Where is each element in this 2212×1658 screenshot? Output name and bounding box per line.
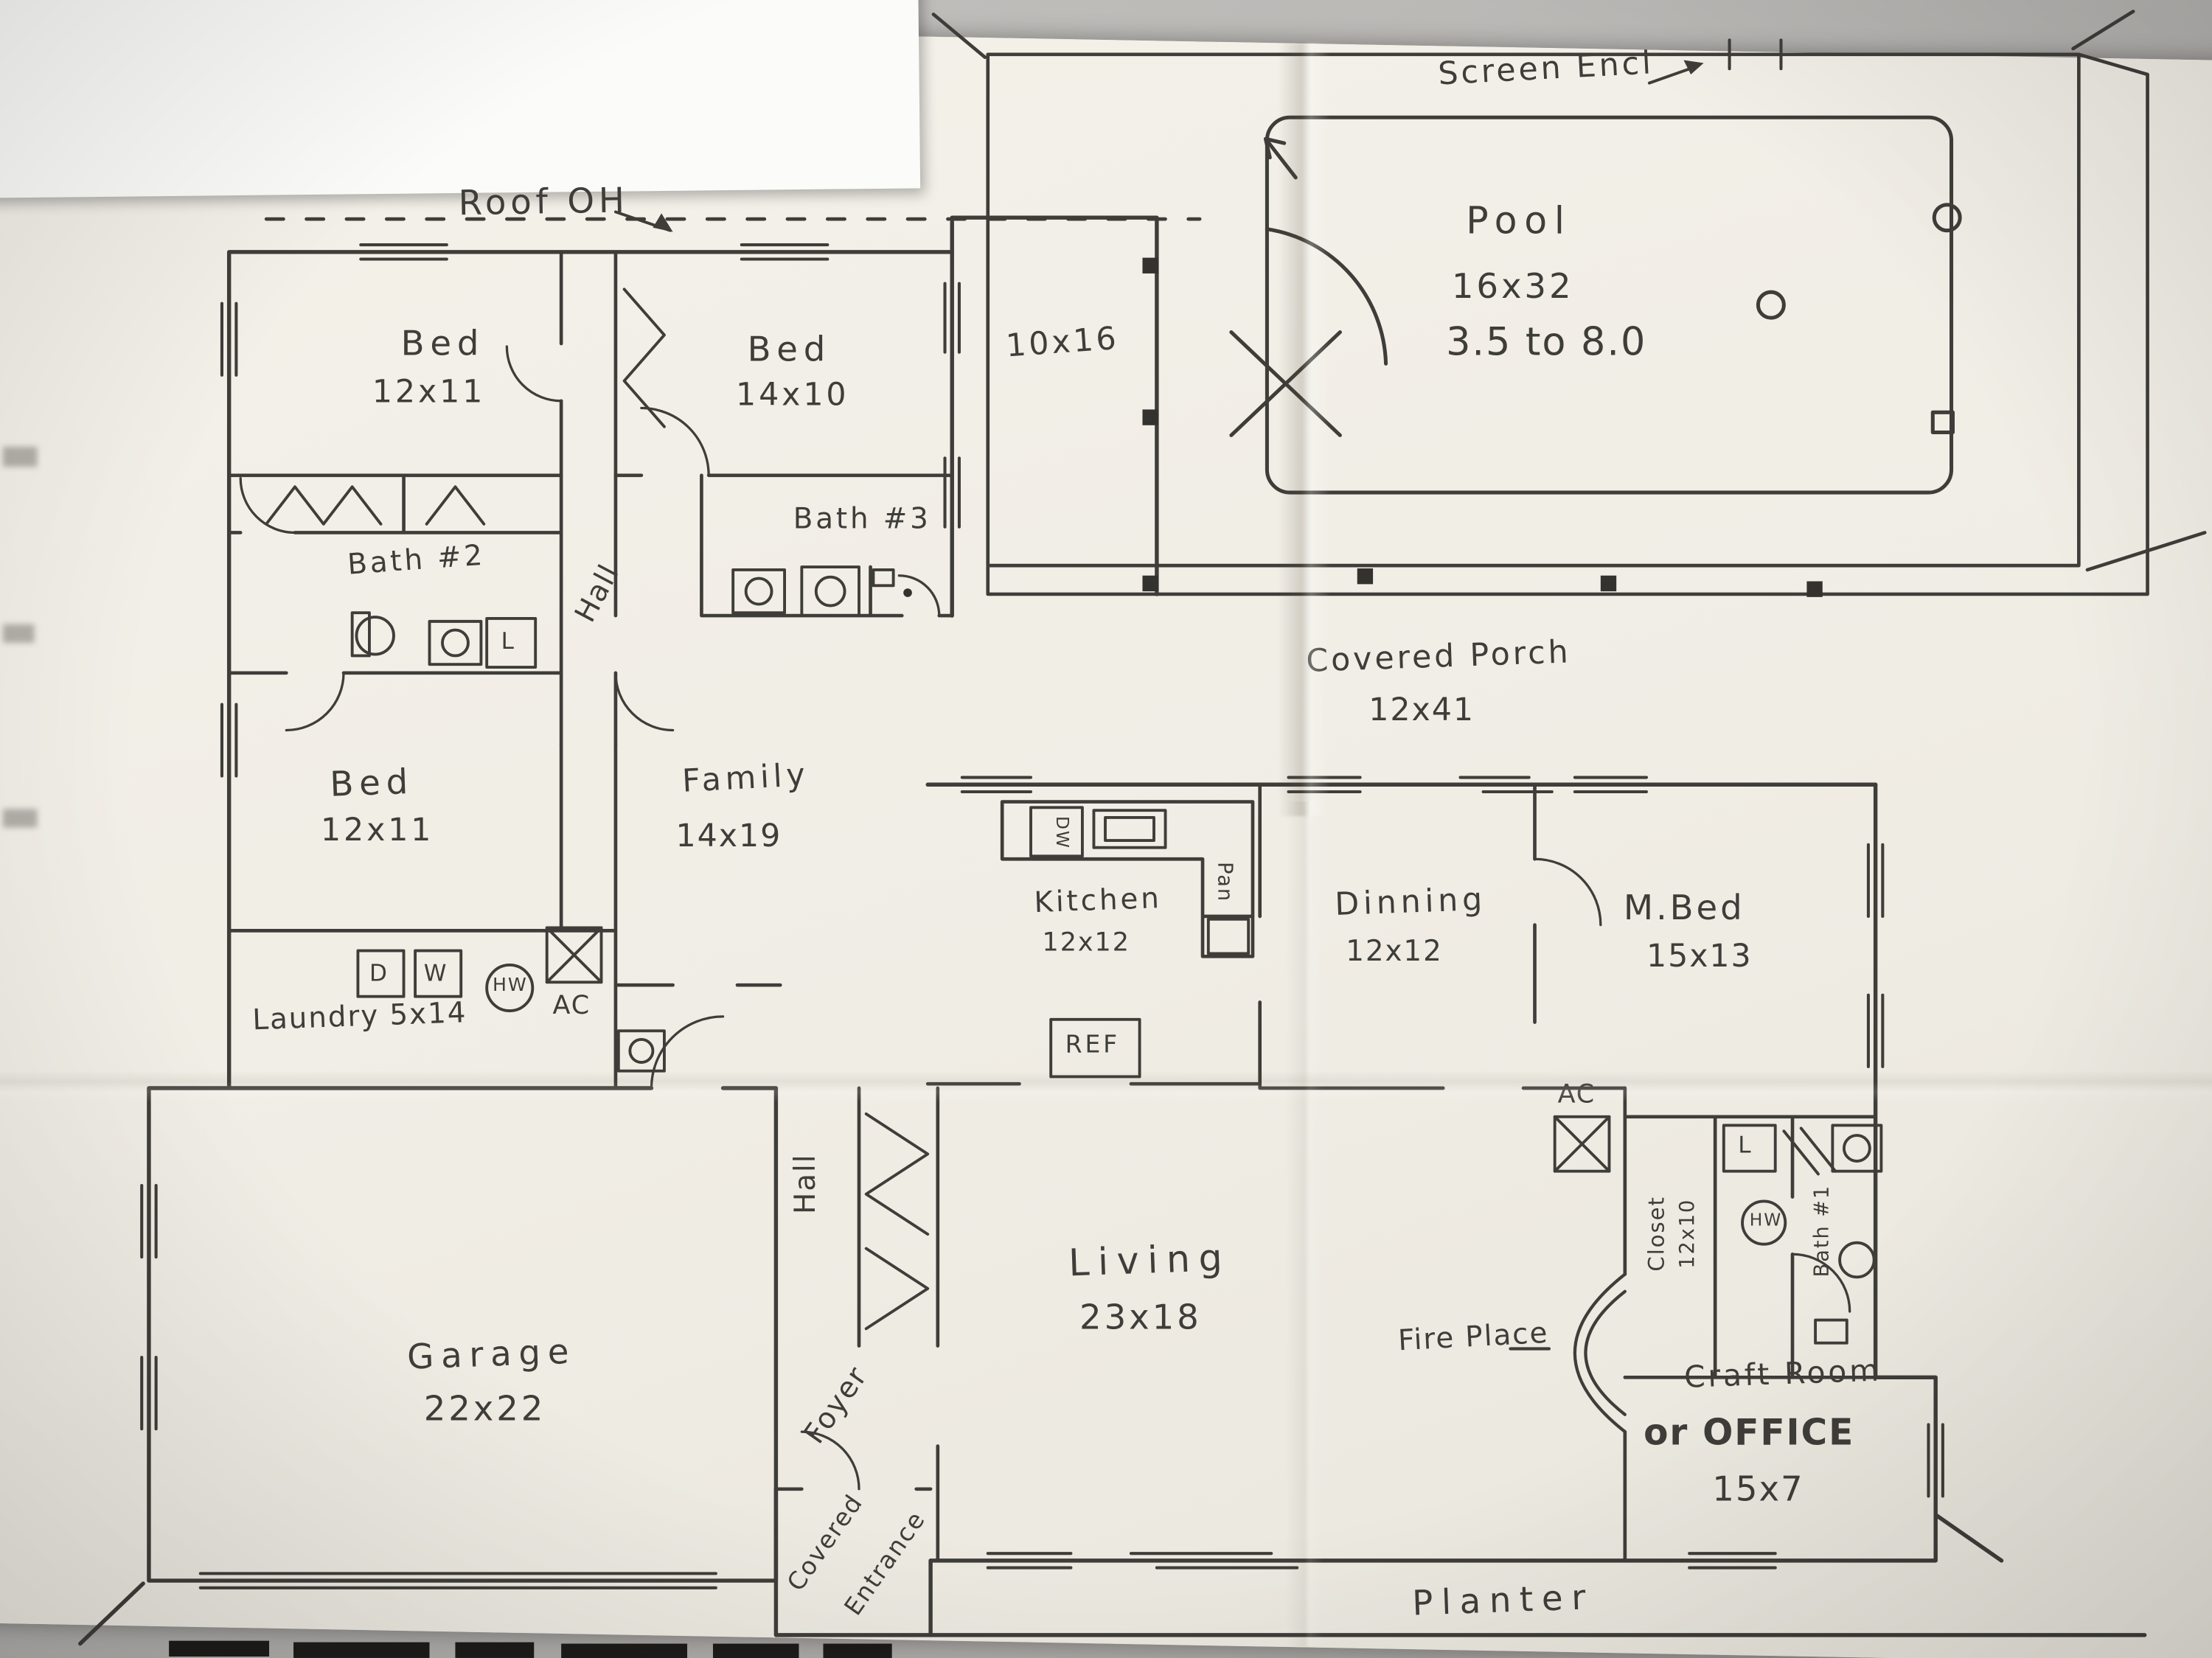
label-bath1: Bath #1 xyxy=(1811,1184,1834,1278)
label-pool-depth: 3.5 to 8.0 xyxy=(1446,321,1647,366)
label-planter: Planter xyxy=(1411,1577,1595,1624)
label-hall-lower: Hall xyxy=(787,1153,822,1214)
label-master-dims: 15x13 xyxy=(1646,939,1753,975)
pool xyxy=(1229,115,1962,495)
label-laundry: Laundry 5x14 xyxy=(251,995,468,1037)
label-closet-dims: 12x10 xyxy=(1676,1198,1700,1269)
sink-icon xyxy=(1092,809,1167,849)
label-pantry: Pan xyxy=(1212,862,1236,903)
water-heater-icon xyxy=(485,964,535,1013)
label-refrigerator: REF xyxy=(1065,1031,1121,1060)
master-suite-fixtures xyxy=(1553,1115,1837,1246)
label-kitchen-name: Kitchen xyxy=(1033,880,1163,919)
photo-artifact xyxy=(2,446,38,467)
label-pool-dims: 16x32 xyxy=(1451,266,1574,307)
windows xyxy=(140,38,1944,1589)
porch-posts xyxy=(1142,257,1823,597)
annotation-arrows xyxy=(613,60,1704,232)
label-family-dims: 14x19 xyxy=(675,818,782,855)
label-master-name: M.Bed xyxy=(1623,888,1745,928)
label-office-dims: 15x7 xyxy=(1712,1469,1804,1509)
fireplace-shape xyxy=(1509,1272,1627,1434)
closet-rod-zigzags xyxy=(265,288,930,1331)
label-hw-left: HW xyxy=(492,975,528,997)
label-bath3: Bath #3 xyxy=(793,501,931,536)
label-walkway-dims: 10x16 xyxy=(1004,321,1121,366)
label-linen-upper: L xyxy=(501,627,515,655)
label-bed2-dims: 14x10 xyxy=(736,377,849,414)
door-swings xyxy=(239,345,1851,1491)
dishwasher-icon xyxy=(1029,806,1084,858)
linen-cabinet-icon xyxy=(485,617,538,669)
photo-artifact xyxy=(561,1643,688,1658)
photo-artifact xyxy=(2,624,35,644)
label-bed3-dims: 12x11 xyxy=(320,813,434,849)
label-linen-right: L xyxy=(1738,1131,1753,1159)
kitchen-fixtures xyxy=(1029,806,1251,1079)
ac-unit-icon xyxy=(1553,1115,1611,1173)
label-closet-name: Closet xyxy=(1644,1196,1670,1272)
label-bath2: Bath #2 xyxy=(346,537,487,582)
label-bed3-name: Bed xyxy=(329,762,414,805)
photo-artifact xyxy=(823,1643,892,1658)
label-ac-left: AC xyxy=(552,990,591,1021)
label-office-line1: Craft Room xyxy=(1683,1353,1882,1395)
label-kitchen-dims: 12x12 xyxy=(1042,927,1130,958)
label-family-name: Family xyxy=(681,758,810,801)
label-hw-right: HW xyxy=(1749,1210,1783,1230)
pool-corner-arrow-icon xyxy=(1263,136,1298,180)
sink-icon xyxy=(428,619,483,666)
photo-artifact xyxy=(2,809,38,828)
linen-cabinet-icon xyxy=(1722,1124,1777,1173)
toilet-icon xyxy=(355,616,395,656)
photo-artifact xyxy=(455,1642,535,1658)
label-dining-name: Dinning xyxy=(1334,882,1487,924)
washer-icon xyxy=(414,949,463,998)
refrigerator-icon xyxy=(1049,1017,1141,1079)
sink-icon xyxy=(731,568,786,615)
label-roof-overhang: Roof OH xyxy=(458,180,630,223)
pool-enclosure xyxy=(931,10,2207,596)
label-dishwasher: DW xyxy=(1052,815,1073,849)
laundry-tub-icon xyxy=(616,1029,666,1073)
label-fireplace: Fire Place xyxy=(1397,1314,1550,1358)
label-dryer: D xyxy=(369,959,389,987)
label-dining-dims: 12x12 xyxy=(1346,933,1443,968)
dryer-icon xyxy=(356,949,406,998)
laundry-fixtures xyxy=(356,926,666,1073)
label-porch-dims: 12x41 xyxy=(1368,692,1475,729)
walls-exterior xyxy=(78,215,2147,1646)
range-icon xyxy=(1206,917,1251,955)
label-living-name: Living xyxy=(1068,1237,1232,1286)
walls-interior xyxy=(227,250,1877,1563)
label-garage-name: Garage xyxy=(406,1331,577,1378)
label-living-dims: 23x18 xyxy=(1079,1297,1202,1337)
label-bed1-name: Bed xyxy=(400,323,485,364)
sink-icon xyxy=(1831,1124,1883,1173)
bath-fixtures xyxy=(350,565,1883,1345)
label-ac-right: AC xyxy=(1557,1079,1596,1110)
photo-artifact xyxy=(712,1643,799,1658)
water-heater-icon xyxy=(1741,1199,1787,1246)
label-garage-dims: 22x22 xyxy=(423,1388,546,1429)
label-bed1-dims: 12x11 xyxy=(372,375,486,411)
pool-steps-icon xyxy=(1265,227,1388,366)
toilet-icon xyxy=(800,565,860,618)
photo-artifact xyxy=(293,1642,430,1658)
toilet-icon xyxy=(1838,1241,1876,1279)
label-bed2-name: Bed xyxy=(747,329,832,370)
label-pool-name: Pool xyxy=(1466,200,1572,244)
photo-artifact xyxy=(169,1640,270,1657)
label-washer: W xyxy=(423,959,448,987)
ac-unit-icon xyxy=(545,926,603,984)
label-office-line2: or OFFICE xyxy=(1644,1411,1855,1454)
